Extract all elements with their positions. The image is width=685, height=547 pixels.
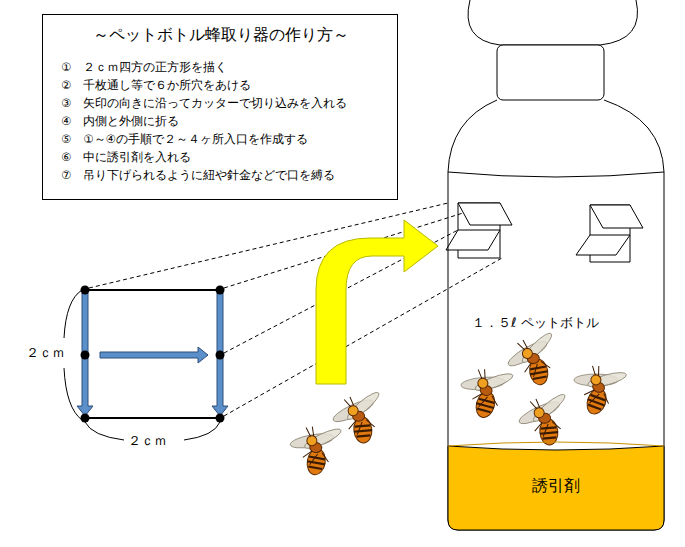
dimension-label: ２ｃｍ: [128, 432, 167, 450]
cut-square: [77, 286, 228, 423]
step-text: ⑦ 吊り下げられるように紐や針金などで口を縛る: [53, 166, 389, 184]
step-text: ④ 内側と外側に折る: [53, 112, 389, 130]
step-text: ② 千枚通し等で６か所穴をあける: [53, 76, 389, 94]
wasp: [453, 359, 517, 423]
wasp: [515, 391, 572, 448]
dimension-bracket: [64, 290, 220, 440]
instruction-box: ～ペットボトル蜂取り器の作り方～ ① ２ｃｍ四方の正方形を描く② 千枚通し等で６か…: [42, 14, 398, 200]
bottle: １．５ℓ ペットボトル誘引剤: [440, 0, 672, 545]
entrance-flap: [446, 203, 643, 262]
bait-liquid: 誘引剤: [448, 438, 664, 530]
step-text: ① ２ｃｍ四方の正方形を描く: [53, 58, 389, 76]
step-text: ⑤ ①～④の手順で２～４ヶ所入口を作成する: [53, 130, 389, 148]
wasp: [563, 354, 630, 421]
bottle-label: １．５ℓ ペットボトル: [470, 314, 601, 332]
dimension-label: ２ｃｍ: [26, 344, 65, 362]
direction-arrow: [316, 220, 438, 384]
title-text: ～ペットボトル蜂取り器の作り方～: [53, 25, 389, 46]
step-text: ③ 矢印の向きに沿ってカッターで切り込みを入れる: [53, 94, 389, 112]
projection-line: [89, 203, 502, 416]
liquid-label: 誘引剤: [448, 476, 664, 497]
wasp: [284, 418, 345, 479]
wasp: [329, 389, 386, 446]
wasp: [502, 329, 563, 390]
step-text: ⑥ 中に誘引剤を入れる: [53, 148, 389, 166]
